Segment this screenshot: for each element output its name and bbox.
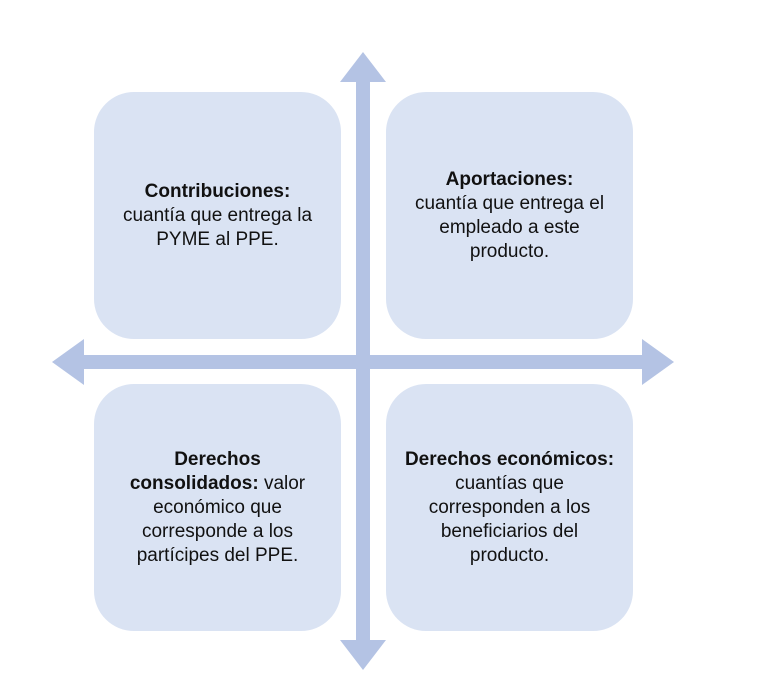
quadrant-derechos-economicos: Derechos económicos: cuantías que corres… (386, 384, 633, 631)
quadrant-text: Contribuciones: cuantía que entrega la P… (112, 180, 323, 252)
quadrant-term: Contribuciones: (144, 180, 291, 202)
quadrant-description: cuantías que corresponden a los benefici… (428, 472, 591, 566)
horizontal-axis (80, 355, 648, 369)
quadrant-contribuciones: Contribuciones: cuantía que entrega la P… (94, 92, 341, 339)
quadrant-text: Derechos económicos: cuantías que corres… (404, 448, 615, 568)
quadrant-term: Aportaciones: (445, 168, 574, 190)
quadrant-description: valor económico que corresponde a los pa… (136, 472, 306, 566)
arrow-right-icon (642, 339, 674, 385)
quadrant-description: cuantía que entrega el empleado a este p… (414, 192, 605, 262)
quadrant-description: cuantía que entrega la PYME al PPE. (122, 204, 313, 250)
quadrant-term: Derechos consolidados: (129, 448, 261, 494)
arrow-up-icon (340, 52, 386, 82)
quadrant-text: Aportaciones: cuantía que entrega el emp… (404, 168, 615, 264)
quadrant-term: Derechos económicos: (404, 448, 615, 470)
quadrant-derechos-consolidados: Derechos consolidados: valor económico q… (94, 384, 341, 631)
quadrant-aportaciones: Aportaciones: cuantía que entrega el emp… (386, 92, 633, 339)
arrow-left-icon (52, 339, 84, 385)
arrow-down-icon (340, 640, 386, 670)
quadrant-text: Derechos consolidados: valor económico q… (112, 448, 323, 568)
